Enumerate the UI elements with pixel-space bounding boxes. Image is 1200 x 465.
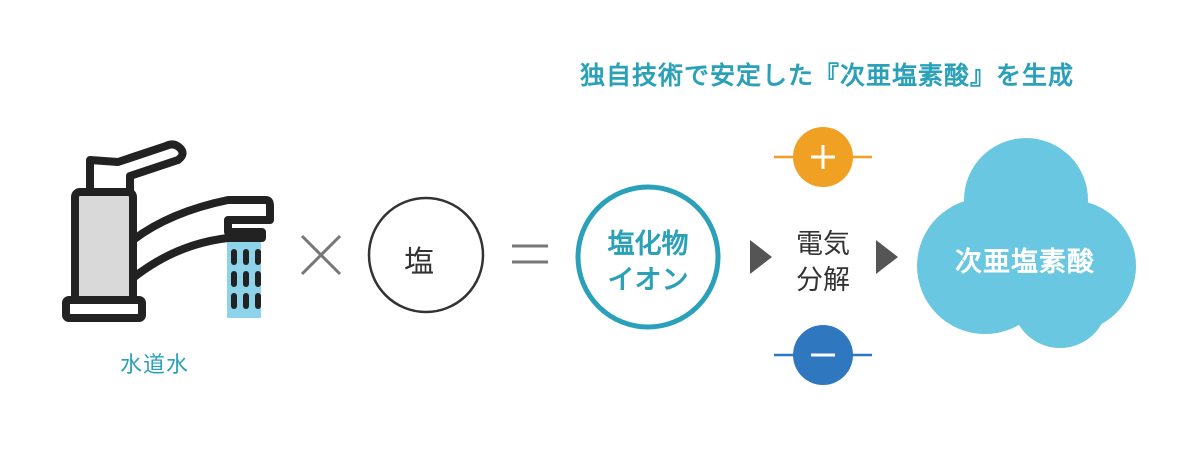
electrolysis-label-line2: 分解 [796, 265, 850, 296]
plus-electrode-icon [774, 127, 872, 187]
faucet-spout [129, 196, 274, 282]
arrow-right-icon [750, 240, 772, 274]
arrow-right-icon [876, 240, 898, 274]
source-label: 水道水 [120, 353, 190, 378]
times-icon [300, 234, 342, 276]
product-label: 次亜塩素酸 [955, 247, 1095, 278]
equals-icon [512, 244, 548, 264]
electrolysis-label-line1: 電気 [796, 229, 850, 260]
faucet-body [71, 188, 137, 308]
salt-circle [367, 196, 485, 314]
ion-label-line1: 塩化物 [607, 229, 689, 260]
ion-circle [575, 184, 721, 330]
ion-label-line2: イオン [607, 265, 689, 296]
minus-electrode-icon [774, 325, 872, 385]
faucet-base [62, 296, 146, 322]
product-cloud [917, 138, 1136, 348]
headline: 独自技術で安定した『次亜塩素酸』を生成 [580, 61, 1075, 90]
salt-label: 塩 [404, 245, 434, 280]
faucet-handle [86, 140, 187, 196]
faucet-icon [62, 140, 274, 322]
water-drops [231, 249, 261, 309]
